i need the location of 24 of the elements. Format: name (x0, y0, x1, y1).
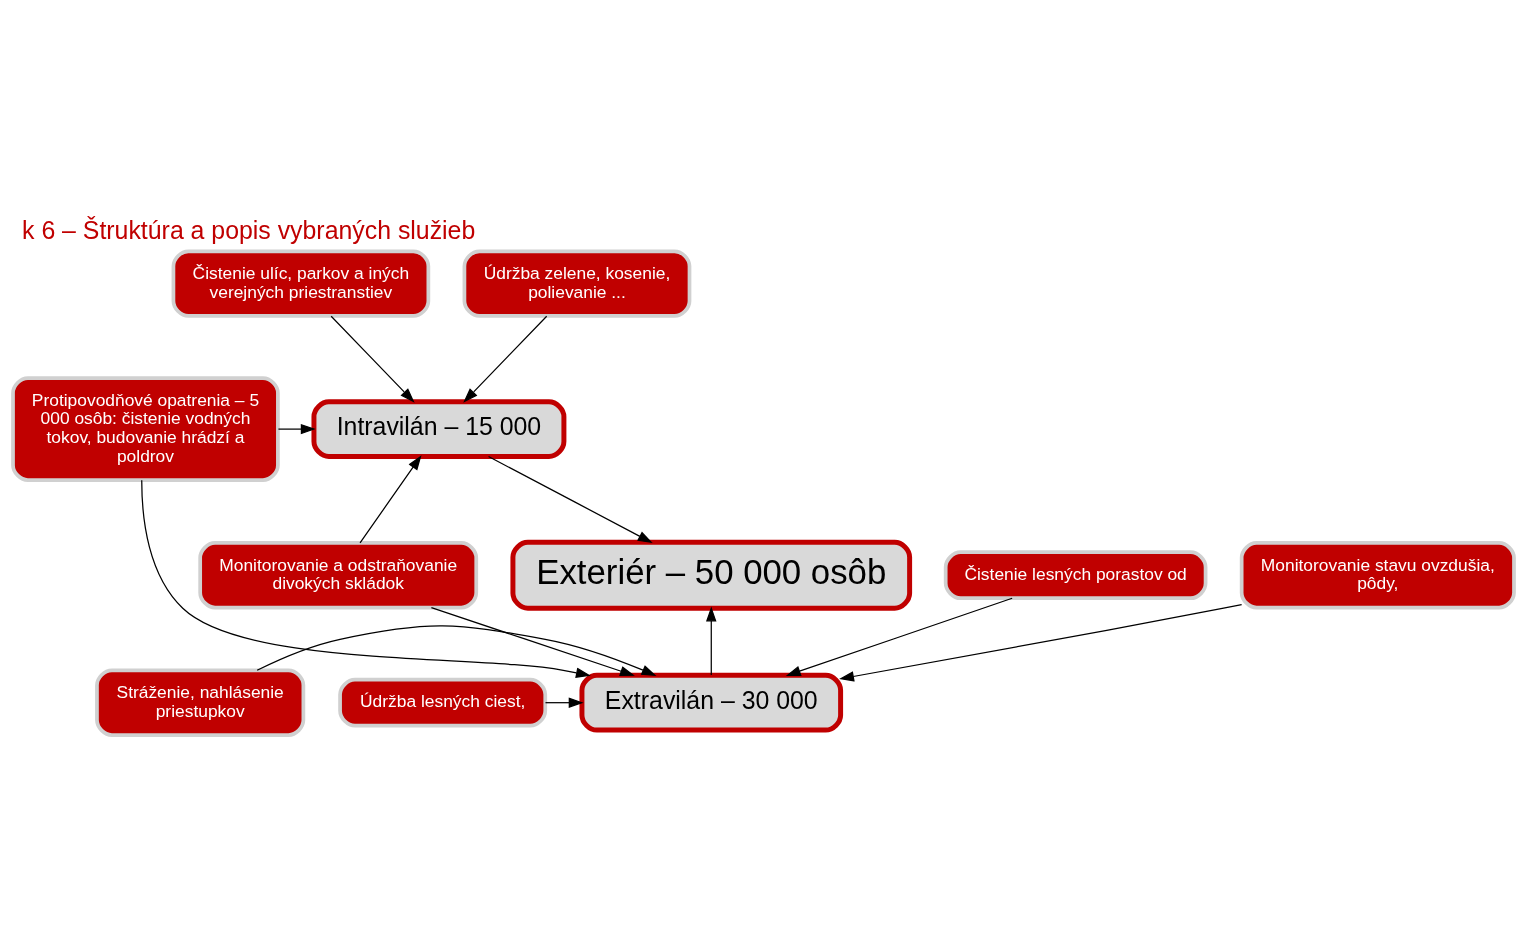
node-box: Protipovodňové opatrenia – 5 000 osôb: čistenie vodných tokov, budovanie hrádzí a poldrov (11, 376, 280, 482)
arrow (544, 697, 584, 708)
arrow (141, 479, 591, 678)
node-box: Exteriér – 50 000 osôb (510, 539, 913, 611)
arrow (277, 423, 316, 435)
arrow (839, 604, 1243, 682)
node-box: Údržba zelene, kosenie, polievanie ... (462, 249, 692, 318)
arrow (430, 607, 635, 677)
diagram-title: k 6 – Štruktúra a popis vybraných služieb (22, 215, 476, 244)
arrow (256, 625, 657, 676)
node-box: Stráženie, nahlásenie priestupkov (95, 668, 306, 737)
node-box: Čistenie lesných porastov od (943, 550, 1208, 601)
arrow (706, 606, 717, 676)
arrow (330, 315, 415, 403)
node-box: Údržba lesných ciest, (338, 677, 548, 728)
node-box: Extravilán – 30 000 (579, 672, 844, 733)
arrow (359, 455, 422, 544)
arrow (785, 597, 1013, 676)
node-box: Čistenie ulíc, parkov a iných verejných priestranstiev (171, 249, 431, 318)
node-box: Intravilán – 15 000 (311, 399, 567, 459)
node-box: Monitorovanie a odstraňovanie divokých skládok (198, 541, 479, 610)
arrow (463, 315, 548, 403)
node-box: Monitorovanie stavu ovzdušia, pôdy, (1239, 541, 1516, 610)
arrow (487, 455, 653, 544)
